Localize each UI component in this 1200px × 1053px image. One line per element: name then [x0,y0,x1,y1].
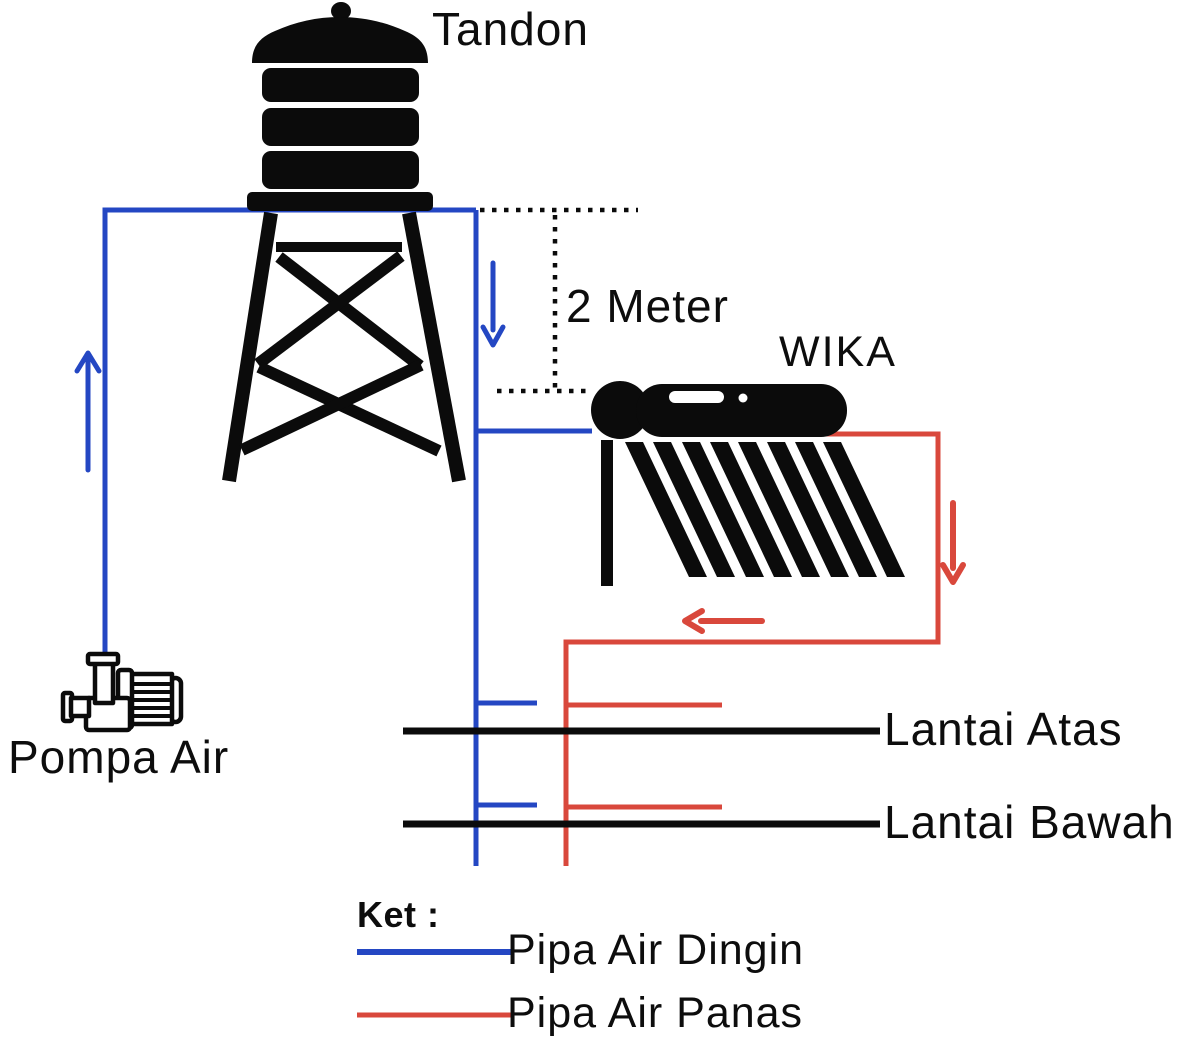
heater-tube [710,442,792,577]
heater-tube [795,442,877,577]
tank-band [262,108,419,146]
pump-outlet-flange [85,651,121,667]
legend-hot-label: Pipa Air Panas [507,989,804,1037]
legend-cold-label: Pipa Air Dingin [507,926,805,974]
heater-tank [636,384,847,437]
heater-tank-dot [738,393,748,403]
arrow-head [480,324,506,348]
heater-collector-tubes [625,442,905,577]
lower-floor-label: Lantai Bawah [884,796,1175,848]
water-tower-icon [222,2,466,483]
distance-label: 2 Meter [566,280,729,332]
hot-flow-arrow-down-icon [940,500,966,585]
heater-tube [767,442,849,577]
heater-tube [653,442,735,577]
hot-water-pipe-network [563,431,941,866]
heater-tube [823,442,905,577]
heater-tube [682,442,764,577]
pump-motor-fins [130,682,172,718]
tank-band [262,151,419,189]
heater-tube [738,442,820,577]
tower-cross-brace [254,251,405,369]
tower-cross-brace [256,361,442,457]
tank-label: Tandon [432,3,589,55]
tank-base-plate [247,192,433,211]
tower-leg-right [402,211,466,483]
legend-heading: Ket : [357,894,440,935]
tower-cross-brace [239,359,424,456]
tank-dome [252,17,428,63]
tank-knob [331,2,351,20]
cold-flow-arrow-down-icon [480,260,506,348]
tower-leg-left [222,211,278,483]
tank-band [262,68,419,102]
water-pump-icon [60,651,184,733]
arrow-head [682,608,705,634]
arrow-head [940,562,966,585]
heater-brand-label: WIKA [779,328,897,376]
pump-outlet-pipe [92,660,116,706]
heater-support-leg [601,440,613,586]
heater-tank-end-cap [591,381,649,439]
upper-floor-label: Lantai Atas [884,703,1123,755]
hot-pipe-main-run [563,431,941,866]
measurement-dotted-lines [480,207,638,394]
tower-cross-brace [275,252,424,371]
pump-label: Pompa Air [8,731,230,783]
pump-inlet-pipe [68,695,92,719]
floor-lines [403,727,880,828]
solar-heater-icon [591,381,905,586]
hot-flow-arrow-left-icon [682,608,765,634]
cold-flow-arrow-up-icon [74,350,102,473]
heater-tube [625,442,707,577]
heater-tank-highlight [669,391,724,403]
arrow-head [74,350,102,374]
